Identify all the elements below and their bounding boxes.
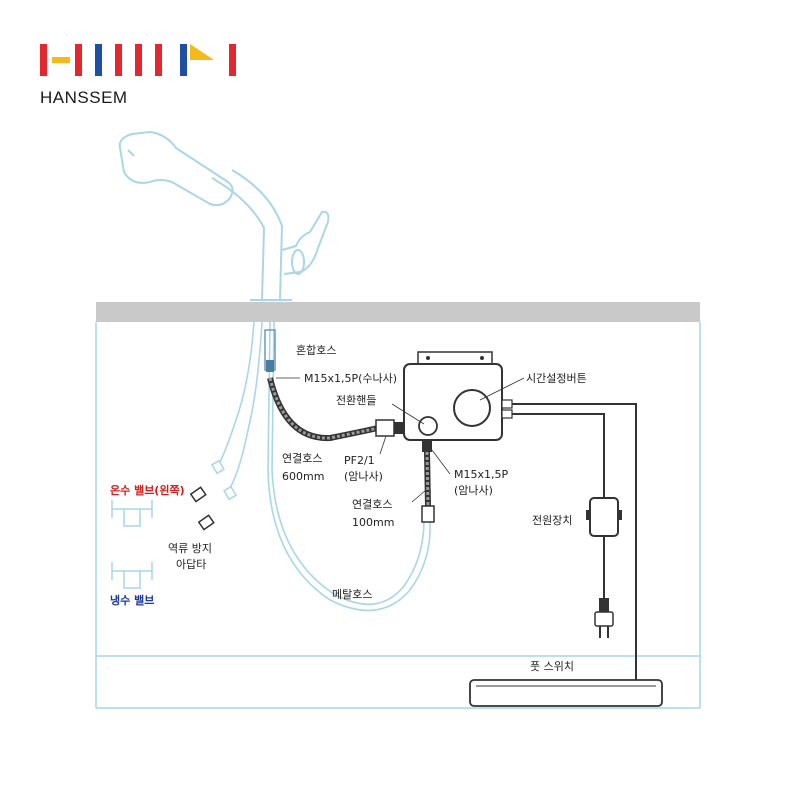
leader-lines xyxy=(276,377,525,503)
foot-switch xyxy=(469,679,663,707)
label-pf21: PF2/1 xyxy=(344,454,375,467)
counter-top xyxy=(96,302,700,322)
label-check-adapter-1: 역류 방지 xyxy=(168,542,212,555)
label-pf21-female: (암나사) xyxy=(344,470,383,483)
cold-valve xyxy=(111,562,153,589)
connect-hose-600 xyxy=(267,377,379,442)
power-unit xyxy=(589,497,619,537)
mixing-hose-end xyxy=(266,360,274,372)
label-metal-hose: 메탈호스 xyxy=(332,588,372,601)
label-check-adapter-2: 아답타 xyxy=(176,558,206,571)
label-foot-switch: 풋 스위치 xyxy=(530,660,574,673)
switch-handle xyxy=(418,416,438,436)
label-m15-male: M15x1,5P(수나사) xyxy=(304,372,397,385)
label-mixing-hose: 혼합호스 xyxy=(296,344,336,357)
brand-logo xyxy=(40,44,236,76)
brand-name: HANSSEM xyxy=(40,88,128,107)
hot-valve xyxy=(111,500,153,527)
label-power-unit: 전원장치 xyxy=(532,514,572,527)
check-adapter xyxy=(189,486,215,531)
label-m15-female-sub: (암나사) xyxy=(454,484,493,497)
timer-button xyxy=(453,389,491,427)
control-box xyxy=(403,351,513,441)
faucet xyxy=(118,130,330,301)
connect-hose-600-braid xyxy=(268,377,379,440)
power-plug xyxy=(594,598,614,638)
connect-hose-100-end xyxy=(421,505,435,523)
m15-female-fitting xyxy=(422,440,432,452)
pf21-fitting xyxy=(375,419,395,437)
cabinet xyxy=(95,322,701,709)
label-connect-hose-600-len: 600mm xyxy=(282,470,324,483)
label-m15-female: M15x1,5P xyxy=(454,468,508,481)
label-timer-button: 시간설정버튼 xyxy=(526,372,587,385)
supply-hoses xyxy=(219,321,431,612)
label-switch-handle: 전환핸들 xyxy=(336,394,376,407)
label-cold-valve: 냉수 밸브 xyxy=(110,593,154,607)
label-hot-valve: 온수 밸브(왼쪽) xyxy=(110,483,185,497)
connect-hose-100-braid xyxy=(425,451,430,507)
label-connect-hose-600: 연결호스 xyxy=(282,452,322,465)
power-cable xyxy=(512,403,637,680)
label-connect-hose-100: 연결호스 xyxy=(352,498,392,511)
label-connect-hose-100-len: 100mm xyxy=(352,516,394,529)
pf21-nut xyxy=(394,422,404,434)
